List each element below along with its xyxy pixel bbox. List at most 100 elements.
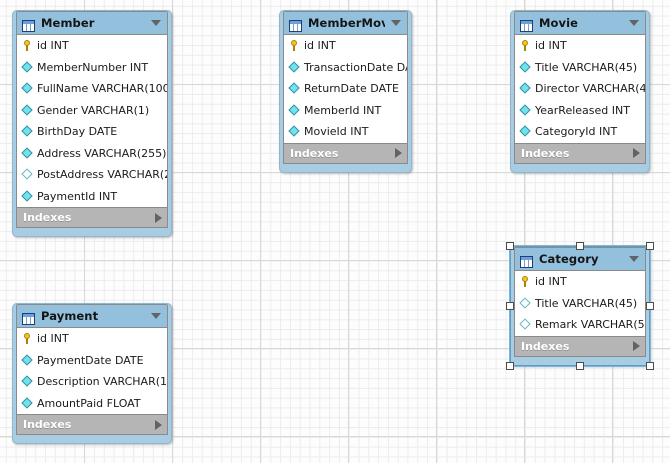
column-label: MemberNumber INT (37, 60, 149, 74)
selection-handle-bc[interactable] (576, 361, 584, 370)
chevron-right-icon[interactable] (395, 148, 402, 158)
column-label: id INT (37, 39, 69, 53)
column-label: id INT (535, 275, 567, 289)
indexes-section-header[interactable]: Indexes (515, 335, 645, 356)
column-row[interactable]: id INT (515, 35, 645, 57)
column-icon (20, 61, 34, 74)
primary-key-icon (21, 332, 34, 345)
table-icon (520, 17, 533, 32)
column-icon (20, 104, 34, 117)
column-row[interactable]: id INT (17, 328, 167, 350)
chevron-right-icon[interactable] (155, 212, 162, 223)
primary-key-icon (288, 39, 301, 52)
table-header[interactable]: Movie (515, 12, 645, 35)
column-row[interactable]: Address VARCHAR(255) (17, 143, 167, 165)
column-row[interactable]: Title VARCHAR(45) (515, 293, 645, 315)
column-row[interactable]: Remark VARCHAR(500) (515, 314, 645, 336)
column-row[interactable]: id INT (284, 35, 407, 57)
chevron-right-icon[interactable] (633, 148, 640, 158)
column-row[interactable]: id INT (17, 35, 167, 57)
table-header[interactable]: MemberMovie (284, 12, 407, 35)
column-icon (20, 190, 34, 203)
column-nullable-icon (20, 168, 34, 181)
selection-handle-tc[interactable] (576, 242, 584, 250)
primary-key-icon (519, 275, 532, 288)
column-row[interactable]: Title VARCHAR(45) (515, 57, 645, 79)
column-row[interactable]: PaymentDate DATE (17, 350, 167, 372)
column-label: BirthDay DATE (37, 125, 118, 139)
column-label: FullName VARCHAR(100) (37, 82, 168, 96)
chevron-down-icon[interactable] (629, 20, 639, 26)
column-icon (20, 375, 34, 388)
table-figure-category[interactable]: Category id INT Title VARCHAR(45)Remark VA… (506, 242, 654, 370)
column-row[interactable]: PostAddress VARCHAR(255) (17, 164, 167, 186)
indexes-section-header[interactable]: Indexes (284, 142, 407, 163)
column-icon (20, 82, 34, 95)
selection-handle-tl[interactable] (506, 242, 514, 250)
indexes-section-header[interactable]: Indexes (17, 414, 167, 434)
column-label: MemberId INT (304, 103, 382, 117)
column-label: MovieId INT (304, 125, 369, 139)
column-row[interactable]: AmountPaid FLOAT (17, 393, 167, 415)
column-label: PaymentId INT (37, 189, 118, 203)
table-body: Member id INT MemberNumber INT FullName VAR… (16, 11, 168, 228)
selection-handle-ml[interactable] (506, 301, 514, 310)
column-row[interactable]: BirthDay DATE (17, 121, 167, 143)
table-name-label: Movie (539, 16, 579, 30)
column-row[interactable]: FullName VARCHAR(100) (17, 78, 167, 100)
column-row[interactable]: Director VARCHAR(45) (515, 78, 645, 100)
column-row[interactable]: CategoryId INT (515, 121, 645, 143)
table-header[interactable]: Category (515, 248, 645, 271)
column-icon (287, 61, 301, 74)
column-icon (20, 397, 34, 410)
column-row[interactable]: TransactionDate DATE (284, 57, 407, 79)
indexes-section-header[interactable]: Indexes (17, 207, 167, 227)
column-list: id INT Title VARCHAR(45)Remark VARCHAR(50… (515, 271, 645, 336)
column-label: Description VARCHAR(100) (37, 375, 167, 389)
table-figure-payment[interactable]: Payment id INT PaymentDate DATE Description… (12, 303, 172, 444)
indexes-section-header[interactable]: Indexes (515, 142, 645, 163)
table-icon (22, 310, 35, 325)
chevron-down-icon[interactable] (151, 20, 161, 26)
column-row[interactable]: MovieId INT (284, 121, 407, 143)
column-icon (287, 104, 301, 117)
column-icon (518, 82, 532, 95)
table-header[interactable]: Payment (17, 305, 167, 328)
selection-handle-br[interactable] (646, 361, 654, 370)
indexes-label: Indexes (521, 339, 570, 353)
table-header[interactable]: Member (17, 12, 167, 35)
column-row[interactable]: id INT (515, 271, 645, 293)
column-icon (287, 82, 301, 95)
chevron-right-icon[interactable] (633, 341, 640, 351)
selection-handle-bl[interactable] (506, 361, 514, 370)
column-label: PaymentDate DATE (37, 353, 144, 367)
column-icon (518, 104, 532, 117)
column-row[interactable]: PaymentId INT (17, 186, 167, 208)
chevron-down-icon[interactable] (391, 20, 401, 26)
indexes-label: Indexes (290, 146, 339, 160)
primary-key-icon (21, 39, 34, 52)
selection-handle-tr[interactable] (646, 242, 654, 250)
column-row[interactable]: Gender VARCHAR(1) (17, 100, 167, 122)
selection-handle-mr[interactable] (646, 301, 654, 310)
table-name-label: MemberMovie (308, 16, 385, 30)
column-row[interactable]: MemberNumber INT (17, 57, 167, 79)
table-name-label: Category (539, 252, 599, 266)
column-row[interactable]: ReturnDate DATE (284, 78, 407, 100)
column-row[interactable]: Description VARCHAR(100) (17, 371, 167, 393)
column-list: id INT MemberNumber INT FullName VARCHAR(1… (17, 35, 167, 207)
chevron-down-icon[interactable] (629, 256, 639, 262)
chevron-down-icon[interactable] (151, 313, 161, 319)
indexes-label: Indexes (23, 418, 72, 431)
table-figure-member[interactable]: Member id INT MemberNumber INT FullName VAR… (12, 10, 172, 237)
chevron-right-icon[interactable] (155, 419, 162, 430)
primary-key-icon (519, 39, 532, 52)
column-row[interactable]: MemberId INT (284, 100, 407, 122)
column-label: Address VARCHAR(255) (37, 146, 167, 160)
table-name-label: Payment (41, 309, 99, 323)
column-row[interactable]: YearReleased INT (515, 100, 645, 122)
